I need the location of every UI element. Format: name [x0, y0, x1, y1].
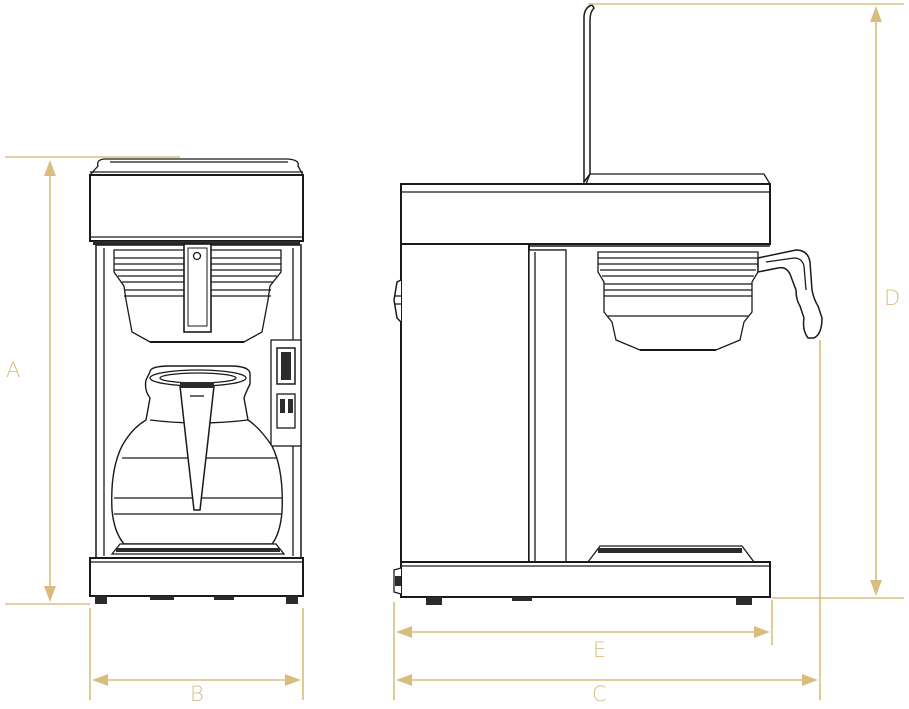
side-back-switch: [393, 279, 402, 323]
side-base: [400, 561, 771, 598]
front-view: [88, 158, 305, 604]
front-base: [89, 557, 304, 597]
front-head: [89, 174, 304, 242]
side-basket-handle: [757, 249, 823, 339]
label-c: C: [592, 682, 607, 706]
label-e: E: [593, 638, 606, 662]
side-open-lid: [583, 4, 595, 185]
side-head: [400, 183, 771, 245]
label-a: A: [6, 358, 20, 382]
side-body: [400, 243, 530, 563]
label-b: B: [190, 682, 204, 706]
side-view: [393, 4, 823, 605]
dimension-labels: A B C D E: [6, 286, 900, 706]
label-d: D: [884, 286, 900, 310]
side-brew-basket: [597, 251, 759, 351]
dimension-lines: [5, 3, 904, 700]
front-lid: [88, 158, 305, 176]
